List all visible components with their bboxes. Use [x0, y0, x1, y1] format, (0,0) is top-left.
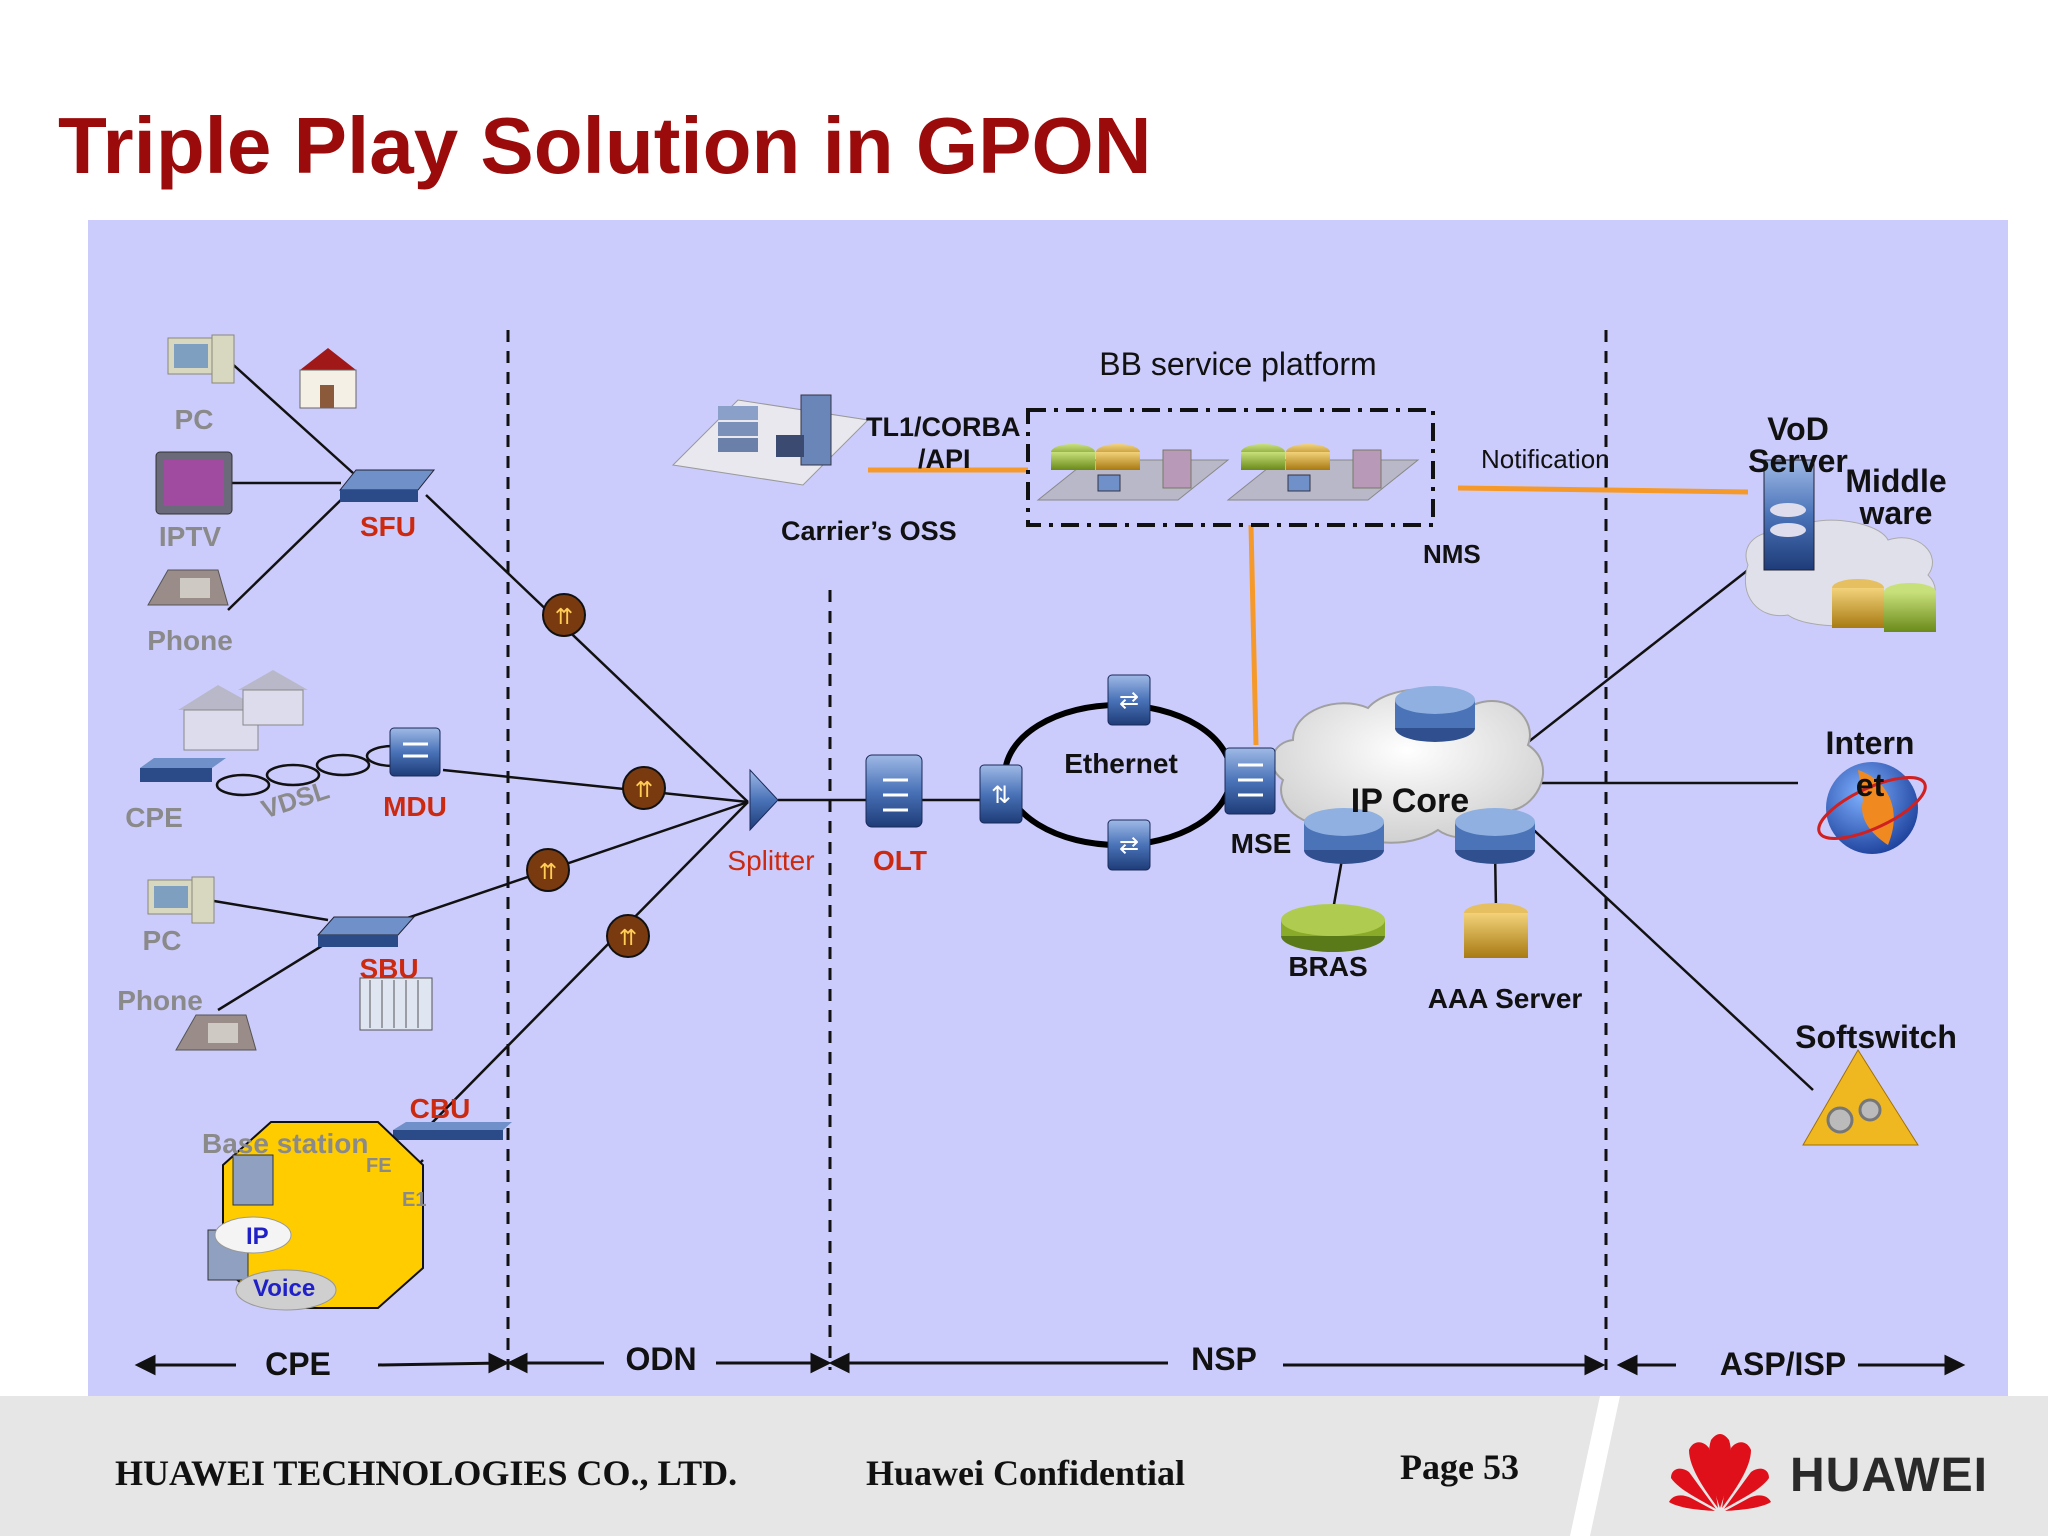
house-icon	[299, 348, 357, 409]
svg-text:⇅: ⇅	[991, 782, 1011, 809]
slide-title: Triple Play Solution in GPON	[58, 101, 1152, 190]
mdu-device	[389, 727, 441, 777]
bras-device	[1281, 904, 1385, 952]
management-links	[868, 467, 1749, 746]
e1-label: E1	[402, 1189, 426, 1211]
ip-core-label: IP Core	[1351, 782, 1469, 820]
svg-text:⇄: ⇄	[1119, 687, 1139, 714]
notification-label: Notification	[1481, 444, 1610, 474]
ip-core-router-left	[1304, 808, 1384, 864]
phone-icon-1	[147, 569, 229, 606]
cbu-label: CBU	[410, 1093, 471, 1124]
ip-core-router-right	[1455, 808, 1535, 864]
svg-text:⇄: ⇄	[1119, 832, 1139, 859]
ip-label: IP	[246, 1223, 269, 1250]
segment-asp-label: ASP/ISP	[1720, 1346, 1846, 1382]
sfu-device	[338, 469, 436, 502]
internet-label-line1: Intern	[1826, 725, 1915, 761]
iptv-label: IPTV	[159, 521, 222, 552]
middleware-label-line1: Middle	[1845, 463, 1946, 499]
segment-cpe-label: CPE	[265, 1346, 331, 1382]
ethernet-switch-left: ⇅	[979, 764, 1023, 824]
voice-label: Voice	[253, 1275, 315, 1302]
coupler-icons: ⇈ ⇈ ⇈ ⇈	[526, 593, 666, 958]
tl1-label-line1: TL1/CORBA	[866, 412, 1021, 442]
internet-label-line2: et	[1856, 767, 1885, 803]
cbu-device	[393, 1122, 512, 1140]
base-station-label: Base station	[202, 1128, 369, 1159]
pc-label-1: PC	[175, 404, 214, 435]
sbu-label: SBU	[359, 953, 418, 984]
phone-icon-2	[175, 1014, 257, 1051]
ethernet-switch-top: ⇄	[1107, 674, 1151, 726]
network-diagram: ⇄ ⇄ ⇅	[117, 330, 1966, 1382]
phone-label-2: Phone	[117, 985, 203, 1016]
ip-core-cloud	[1271, 688, 1545, 844]
bb-platform-label: BB service platform	[1099, 346, 1376, 382]
softswitch-label: Softswitch	[1795, 1019, 1957, 1055]
mse-label: MSE	[1231, 828, 1292, 859]
fe-label: FE	[366, 1155, 392, 1177]
huawei-wordmark: HUAWEI	[1790, 1449, 1988, 1502]
segment-dividers	[506, 330, 1608, 1370]
middleware-icon	[1832, 579, 1936, 632]
footer-page-number: Page 53	[1400, 1447, 1519, 1487]
footer-company: HUAWEI TECHNOLOGIES CO., LTD.	[115, 1453, 738, 1493]
internet-globe-icon	[1817, 762, 1927, 854]
huawei-logo-icon	[1669, 1434, 1771, 1511]
diagram-panel: ⇄ ⇄ ⇅	[88, 220, 2008, 1396]
middleware-label-line2: ware	[1859, 495, 1933, 531]
mdu-label: MDU	[383, 791, 447, 822]
cpe-modem	[140, 758, 226, 782]
splitter-label: Splitter	[727, 845, 814, 876]
houses-icon	[178, 670, 308, 751]
nms-label: NMS	[1423, 539, 1481, 569]
bras-label: BRAS	[1288, 951, 1367, 982]
pc-icon-1	[167, 334, 235, 384]
ethernet-switch-bottom: ⇄	[1107, 819, 1151, 871]
vod-label-line2: Server	[1748, 443, 1848, 479]
aaa-server-label: AAA Server	[1428, 983, 1583, 1014]
carrier-oss-label: Carrier’s OSS	[781, 516, 957, 546]
mse-switch	[1224, 747, 1276, 815]
footer-divider-stripe	[1570, 1396, 1620, 1536]
carrier-oss-icon	[671, 394, 870, 486]
svg-text:⇈: ⇈	[635, 777, 653, 802]
pc-icon-2	[147, 876, 215, 924]
tl1-label-line2: /API	[918, 444, 971, 474]
olt-device	[865, 754, 923, 828]
svg-text:⇈: ⇈	[619, 925, 637, 950]
office-building-icon	[359, 977, 433, 1031]
sfu-label: SFU	[360, 511, 416, 542]
cpe-label: CPE	[125, 802, 183, 833]
footer-confidential: Huawei Confidential	[866, 1453, 1186, 1493]
base-station-area	[207, 1121, 424, 1311]
vod-label-line1: VoD	[1767, 411, 1829, 447]
svg-text:⇈: ⇈	[555, 604, 573, 629]
iptv-icon	[155, 451, 233, 515]
segment-nsp-label: NSP	[1191, 1341, 1257, 1377]
softswitch-icon	[1802, 1049, 1919, 1146]
sbu-device	[316, 916, 416, 947]
pc-label-2: PC	[143, 925, 182, 956]
segment-arrows	[134, 1352, 1966, 1376]
svg-text:⇈: ⇈	[539, 859, 557, 884]
splitter-device	[749, 768, 779, 832]
ip-core-router-top	[1395, 686, 1475, 742]
diagram-labels: BB service platform Carrier’s OSS TL1/CO…	[117, 346, 1957, 1382]
phone-label-1: Phone	[147, 625, 233, 656]
aaa-server-icon	[1464, 903, 1528, 958]
network-links	[207, 359, 1814, 1269]
bb-platform-box	[1026, 408, 1435, 527]
olt-label: OLT	[873, 845, 927, 876]
bb-platform-servers	[1036, 444, 1420, 501]
ethernet-label: Ethernet	[1064, 748, 1178, 779]
segment-odn-label: ODN	[625, 1341, 696, 1377]
